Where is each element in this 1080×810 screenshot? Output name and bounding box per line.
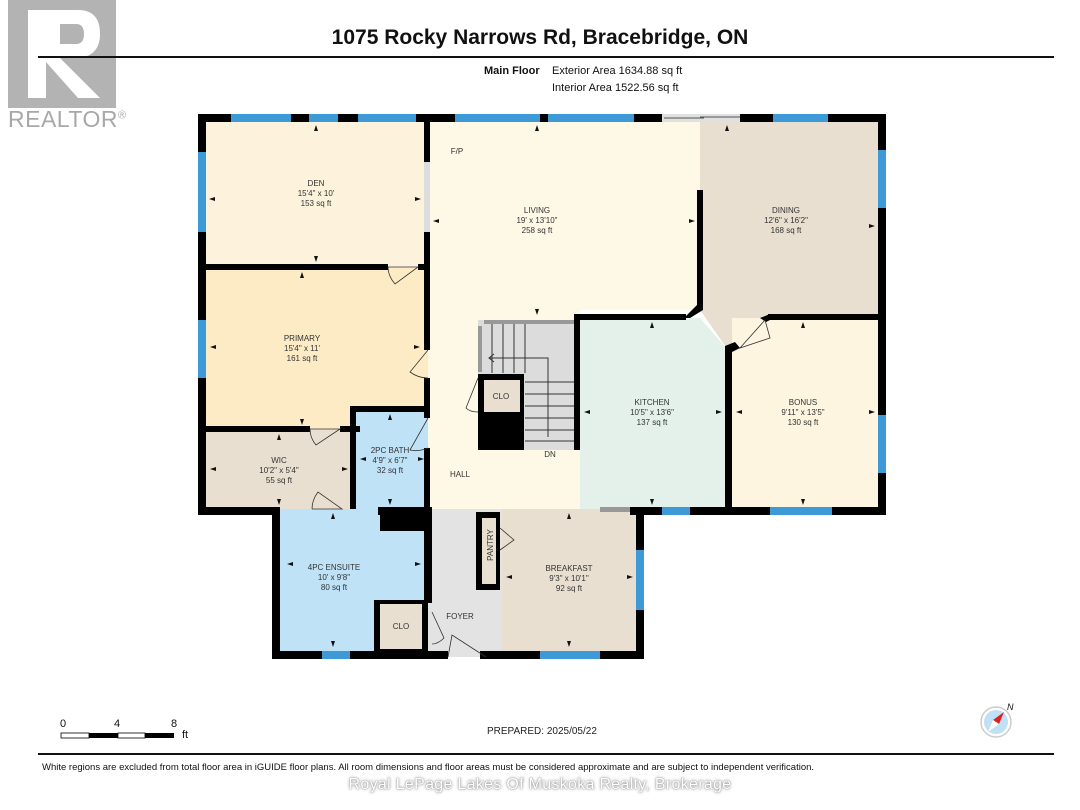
breakfast-fill	[502, 509, 638, 657]
svg-text:4'9" x 6'7": 4'9" x 6'7"	[373, 456, 408, 465]
svg-text:DEN: DEN	[308, 179, 325, 188]
fireplace-label: F/P	[451, 147, 463, 156]
svg-text:168 sq ft: 168 sq ft	[771, 226, 802, 235]
scale-tick-8: 8	[171, 718, 178, 730]
interior-area: Interior Area 1522.56 sq ft	[552, 82, 679, 94]
svg-text:12'6" x 16'2": 12'6" x 16'2"	[764, 216, 808, 225]
foyer-label: FOYER	[446, 612, 474, 621]
svg-text:15'4" x 11': 15'4" x 11'	[284, 344, 320, 353]
scale-bar: 0 4 8 ft	[60, 718, 200, 741]
svg-text:2PC BATH: 2PC BATH	[371, 446, 410, 455]
staircase	[478, 320, 576, 450]
foyer-closet-label: CLO	[393, 622, 409, 631]
den-opening	[424, 162, 430, 232]
hall-label: HALL	[450, 470, 471, 479]
svg-text:130 sq ft: 130 sq ft	[788, 418, 819, 427]
svg-text:LIVING: LIVING	[524, 206, 550, 215]
footer-divider	[38, 753, 1054, 755]
svg-text:153 sq ft: 153 sq ft	[301, 199, 332, 208]
svg-text:KITCHEN: KITCHEN	[634, 398, 669, 407]
room-breakfast: BREAKFAST 9'3" x 10'1" 92 sq ft	[545, 564, 592, 593]
svg-text:N: N	[1007, 702, 1014, 712]
bonus-fill	[732, 318, 880, 509]
disclaimer-text: White regions are excluded from total fl…	[42, 762, 815, 773]
room-kitchen: KITCHEN 10'5" x 13'6" 137 sq ft	[630, 398, 674, 427]
kitchen-fill	[580, 318, 728, 509]
room-4pc-ensuite: 4PC ENSUITE 10' x 9'8" 80 sq ft	[308, 563, 360, 592]
svg-text:9'3" x 10'1": 9'3" x 10'1"	[549, 574, 589, 583]
stair-closet-label: CLO	[493, 392, 509, 401]
room-living: LIVING 19' x 13'10" 258 sq ft	[516, 206, 557, 235]
scale-unit: ft	[182, 729, 189, 741]
pantry-label: PANTRY	[486, 528, 495, 560]
svg-text:9'11" x 13'5": 9'11" x 13'5"	[781, 408, 824, 417]
stairs-down-label: DN	[544, 450, 556, 459]
room-dining: DINING 12'6" x 16'2" 168 sq ft	[764, 206, 808, 235]
svg-text:10' x 9'8": 10' x 9'8"	[318, 573, 350, 582]
title-divider	[38, 56, 1054, 58]
compass-icon: N	[978, 700, 1018, 745]
svg-text:32 sq ft: 32 sq ft	[377, 466, 404, 475]
room-den: DEN 15'4" x 10' 153 sq ft	[298, 179, 335, 208]
room-primary: PRIMARY 15'4" x 11' 161 sq ft	[284, 334, 321, 363]
brokerage-watermark: Royal LePage Lakes Of Muskoka Realty, Br…	[348, 776, 732, 793]
scale-tick-0: 0	[60, 718, 67, 730]
svg-text:161 sq ft: 161 sq ft	[287, 354, 318, 363]
svg-text:137 sq ft: 137 sq ft	[637, 418, 668, 427]
svg-text:DINING: DINING	[772, 206, 800, 215]
windows	[198, 114, 886, 659]
room-wic: WIC 10'2" x 5'4" 55 sq ft	[259, 456, 299, 485]
svg-text:55 sq ft: 55 sq ft	[266, 476, 293, 485]
svg-text:10'5" x 13'6": 10'5" x 13'6"	[630, 408, 674, 417]
realtor-logo: REALTOR®	[4, 0, 126, 135]
svg-text:19' x 13'10": 19' x 13'10"	[516, 216, 557, 225]
svg-text:15'4" x 10': 15'4" x 10'	[298, 189, 335, 198]
realtor-r-mark-icon	[8, 0, 116, 108]
kitchen-opening	[600, 507, 630, 512]
svg-text:10'2" x 5'4": 10'2" x 5'4"	[259, 466, 299, 475]
svg-text:92 sq ft: 92 sq ft	[556, 584, 583, 593]
exterior-area: Exterior Area 1634.88 sq ft	[552, 65, 683, 77]
room-2pc-bath: 2PC BATH 4'9" x 6'7" 32 sq ft	[371, 446, 410, 475]
svg-text:BREAKFAST: BREAKFAST	[545, 564, 592, 573]
foyer-closet-fill	[380, 604, 422, 649]
scale-tick-4: 4	[114, 718, 121, 730]
prepared-date: PREPARED: 2025/05/22	[487, 726, 597, 737]
dimension-markers	[209, 125, 875, 647]
door-swings	[309, 266, 771, 658]
den-fill	[204, 120, 428, 267]
wic-fill	[204, 429, 354, 509]
room-bonus: BONUS 9'11" x 13'5" 130 sq ft	[781, 398, 824, 427]
sliding-door	[662, 114, 740, 122]
floor-plan: DEN 15'4" x 10' 153 sq ft LIVING 19' x 1…	[198, 114, 886, 659]
pantry-fill	[482, 518, 496, 584]
scale-bar-graphic	[60, 732, 174, 739]
svg-text:PRIMARY: PRIMARY	[284, 334, 321, 343]
dining-fill	[700, 120, 880, 350]
page-title: 1075 Rocky Narrows Rd, Bracebridge, ON	[331, 26, 749, 49]
svg-text:4PC ENSUITE: 4PC ENSUITE	[308, 563, 360, 572]
svg-text:WIC: WIC	[271, 456, 287, 465]
bath2pc-fill	[354, 410, 428, 509]
svg-text:258 sq ft: 258 sq ft	[522, 226, 553, 235]
floor-label: Main Floor	[484, 65, 540, 77]
realtor-wordmark: REALTOR®	[8, 106, 127, 132]
svg-text:80 sq ft: 80 sq ft	[321, 583, 348, 592]
svg-text:BONUS: BONUS	[789, 398, 817, 407]
primary-fill	[204, 267, 428, 429]
